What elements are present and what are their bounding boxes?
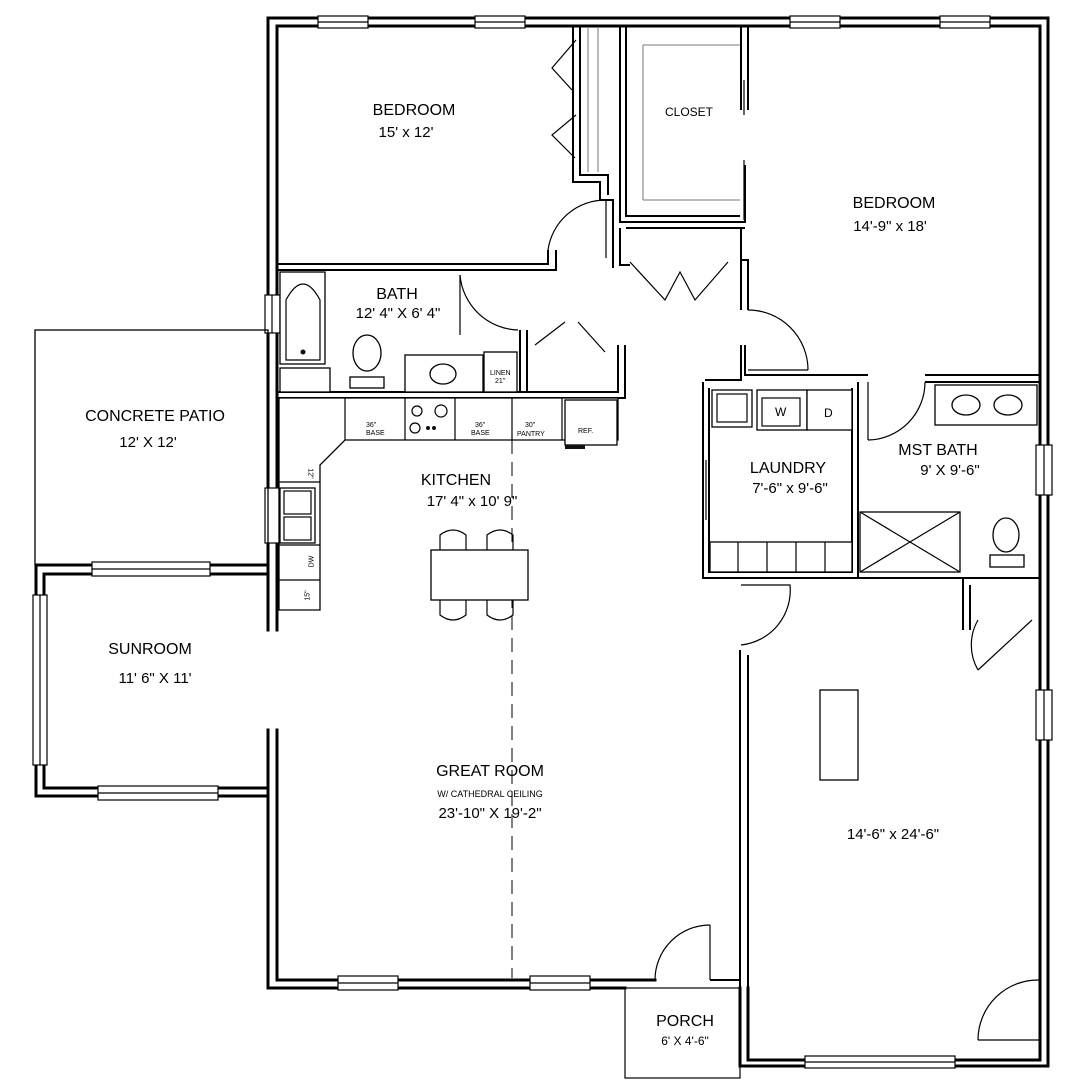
sunroom-walls — [32, 561, 270, 801]
hall-closet — [619, 227, 749, 310]
sunroom-name: SUNROOM — [108, 641, 192, 658]
garage-dims: 14'-6" x 24'-6" — [846, 826, 940, 843]
windows — [264, 15, 1053, 1069]
porch-dims: 6' X 4'-6" — [661, 1034, 709, 1048]
base15-size: 15" — [304, 590, 312, 601]
base36a-label: BASE — [366, 430, 385, 437]
bedroom2-name: BEDROOM — [852, 195, 936, 212]
great-room-name: GREAT ROOM — [436, 763, 544, 780]
bath-dims: 12' 4" X 6' 4" — [355, 305, 441, 322]
laundry-walls — [702, 382, 859, 646]
bedroom1-name: BEDROOM — [372, 102, 456, 119]
patio-dims: 12' X 12' — [119, 434, 177, 451]
base36b-label: BASE — [471, 430, 490, 437]
pantry-label: PANTRY — [517, 431, 545, 438]
base36a-size: 36" — [366, 422, 377, 429]
kitchen-counters — [278, 397, 619, 978]
base12-size: 12" — [306, 468, 314, 479]
kitchen-name: KITCHEN — [420, 472, 492, 489]
bedroom2-dims: 14'-9" x 18' — [853, 218, 927, 235]
laundry-name: LAUNDRY — [749, 460, 827, 477]
dryer-label: D — [824, 406, 833, 420]
great-room-dims: 23'-10" X 19'-2" — [438, 805, 542, 822]
laundry-dims: 7'-6" x 9'-6" — [752, 480, 828, 497]
bedroom1-walls — [277, 26, 614, 271]
linen-size: 21" — [495, 378, 506, 385]
dining-table — [430, 529, 529, 621]
dishwasher-label: DW — [308, 555, 316, 568]
bedroom2-walls — [705, 309, 1040, 383]
closet-walls — [619, 26, 749, 223]
porch — [624, 924, 741, 1079]
bedroom1-dims: 15' x 12' — [378, 124, 434, 141]
great-room-note: W/ CATHEDRAL CEILING — [437, 789, 543, 799]
patio-name: CONCRETE PATIO — [85, 408, 225, 425]
garage-walls — [739, 650, 1041, 1041]
linen-label: LINEN — [490, 370, 511, 377]
bath-walls — [277, 271, 626, 399]
bath-name: BATH — [376, 286, 418, 303]
base36b-size: 36" — [475, 422, 486, 429]
closet-name: CLOSET — [665, 105, 714, 119]
washer-label: W — [775, 405, 787, 419]
ref-label: REF. — [578, 428, 594, 435]
pantry30-size: 30" — [525, 422, 536, 429]
kitchen-dims: 17' 4" x 10' 9" — [426, 493, 518, 510]
mst-bath-dims: 9' X 9'-6" — [920, 462, 980, 479]
mst-bath — [858, 381, 1040, 671]
porch-name: PORCH — [656, 1013, 714, 1030]
mst-bath-name: MST BATH — [898, 442, 978, 459]
sunroom-dims: 11' 6" X 11' — [118, 670, 192, 687]
